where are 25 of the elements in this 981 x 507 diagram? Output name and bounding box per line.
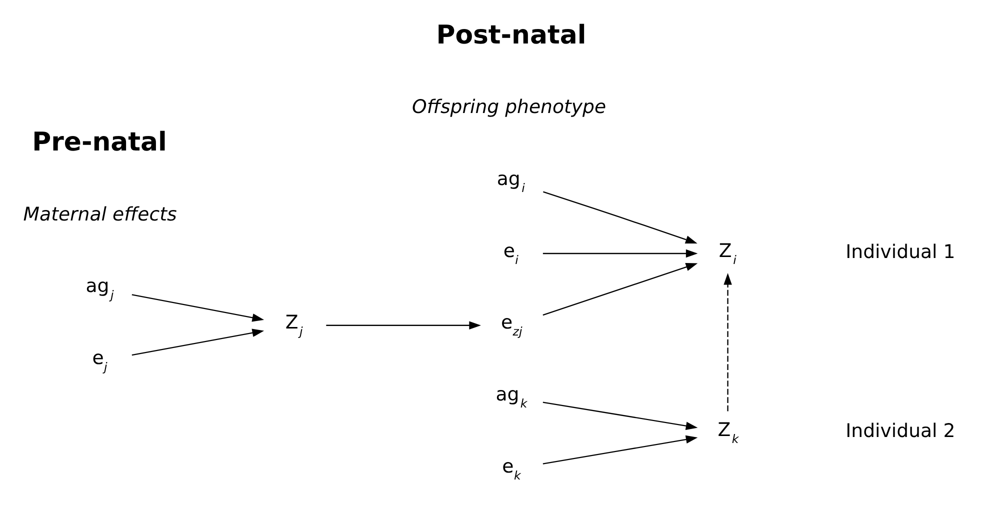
label: Individual 1 — [845, 242, 955, 263]
arrow — [326, 321, 480, 330]
node-text: ag$_{i}$ — [496, 168, 524, 195]
node-text: e$_{i}$ — [502, 240, 518, 267]
label: Maternal effects — [22, 204, 176, 226]
arrow — [723, 272, 732, 412]
arrow — [542, 191, 697, 244]
label: Pre-natal — [32, 128, 166, 158]
arrow — [542, 263, 698, 316]
node-text: Z$_{i}$ — [718, 240, 736, 267]
arrow — [542, 435, 698, 464]
label: Post-natal — [436, 20, 586, 50]
arrow — [542, 249, 698, 258]
label: Individual 2 — [845, 421, 955, 442]
node-text: Z$_{k}$ — [717, 420, 738, 446]
node-text: ag$_{k}$ — [495, 384, 527, 411]
node-text: e$_{k}$ — [502, 456, 520, 482]
label: Offspring phenotype — [412, 97, 606, 118]
node-text: Z$_{j}$ — [284, 312, 302, 339]
arrow — [542, 402, 698, 430]
arrow — [131, 294, 264, 322]
arrow — [131, 328, 264, 356]
node-text: ag$_{j}$ — [85, 276, 114, 302]
node-text: e$_{zj}$ — [500, 312, 522, 339]
node-text: e$_{j}$ — [92, 348, 107, 374]
